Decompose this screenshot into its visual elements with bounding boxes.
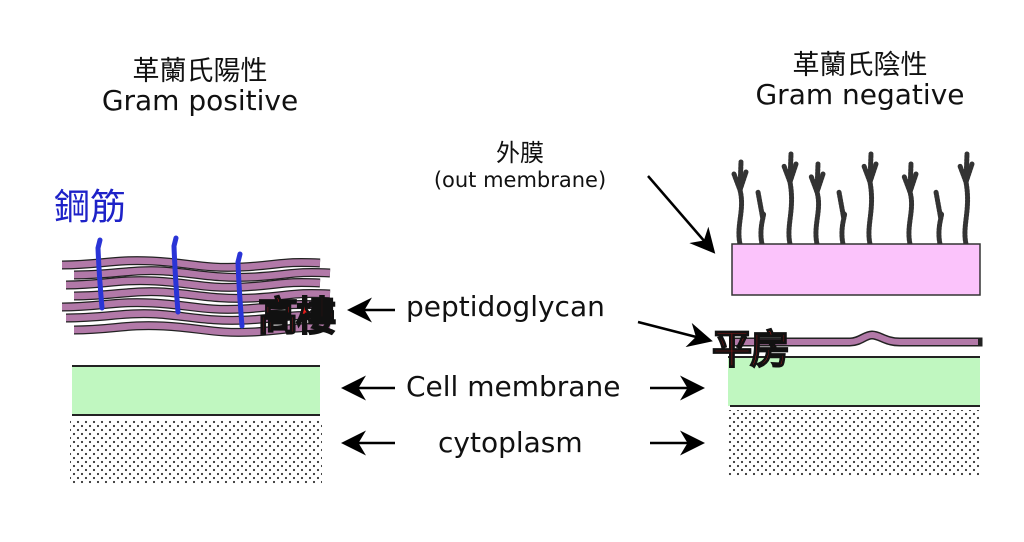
outer-membrane-arrow <box>647 175 716 254</box>
gram-positive-title-en: Gram positive <box>101 84 299 118</box>
outer-membrane-label-en: (out membrane) <box>433 167 607 192</box>
lps-chain <box>901 161 919 247</box>
gram-positive-peptidoglycan-layers <box>61 256 331 337</box>
cell-membrane-label: Cell membrane <box>406 370 621 403</box>
rebar-line <box>235 251 245 329</box>
flat-house-annotation: 平房 <box>711 326 791 374</box>
lps-chain <box>933 189 945 247</box>
peptidoglycan-strand <box>61 257 321 271</box>
cytoplasm-label: cytoplasm <box>438 426 583 459</box>
peptidoglycan-strand <box>65 277 321 291</box>
tall-building-annotation: 高樓 <box>257 293 337 341</box>
rebar-lines <box>95 235 245 329</box>
outer-membrane-label-zh: 外膜 <box>496 139 544 167</box>
rebar-annotation: 鋼筋 <box>54 187 127 228</box>
gram-negative-cytoplasm <box>728 410 980 476</box>
peptidoglycan-strand <box>61 299 321 313</box>
lps-chain <box>808 161 826 247</box>
gram-negative-title: 革蘭氏陰性 Gram negative <box>720 50 1000 112</box>
peptidoglycan-strand <box>65 310 326 324</box>
lps-chain <box>731 159 749 247</box>
peptidoglycan-label: peptidoglycan <box>406 290 605 323</box>
peptidoglycan-strand <box>73 322 331 336</box>
gram-positive-cytoplasm <box>70 420 322 484</box>
lps-chain <box>836 189 848 247</box>
gram-positive-title: 革蘭氏陽性 Gram positive <box>60 56 340 118</box>
peptidoglycan-strand <box>73 267 331 281</box>
peptidoglycan-right-arrow <box>637 320 713 348</box>
gram-positive-cell-membrane <box>72 366 320 415</box>
gram-negative-title-zh: 革蘭氏陰性 <box>792 50 928 81</box>
peptidoglycan-strand <box>73 288 331 302</box>
lps-chain <box>957 151 975 247</box>
gram-negative-cell-membrane <box>728 357 980 406</box>
lps-chain <box>861 151 879 247</box>
rebar-line <box>171 235 181 315</box>
outer-membrane <box>731 243 981 296</box>
lps-chain <box>755 189 767 247</box>
lipopolysaccharide-chains <box>731 151 975 247</box>
gram-negative-title-en: Gram negative <box>755 78 965 112</box>
lps-chain <box>781 151 799 247</box>
gram-positive-title-zh: 革蘭氏陽性 <box>132 56 268 87</box>
outer-membrane-label: 外膜 (out membrane) <box>400 139 640 192</box>
rebar-line <box>95 237 105 311</box>
